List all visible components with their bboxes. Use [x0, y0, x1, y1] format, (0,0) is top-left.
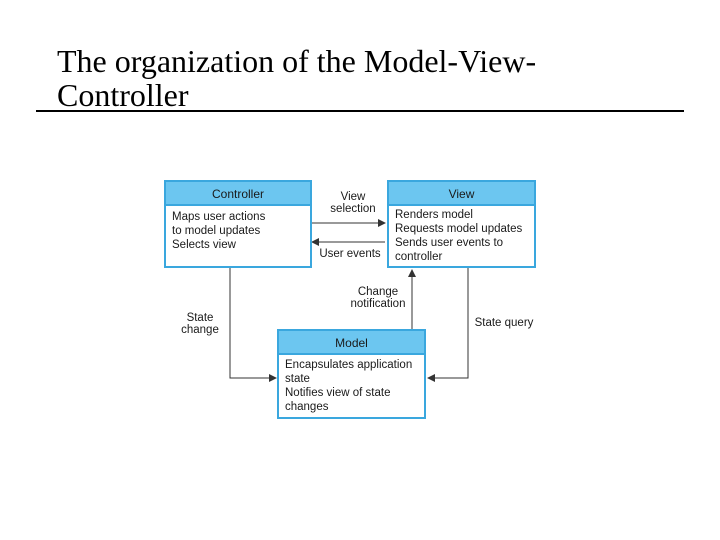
- view-box-title: View: [389, 182, 534, 206]
- model-box: Model Encapsulates application state Not…: [277, 329, 426, 419]
- controller-box: Controller Maps user actions to model up…: [164, 180, 312, 268]
- label-line: Change: [357, 286, 399, 298]
- view-line: controller: [395, 251, 443, 263]
- controller-line: Maps user actions: [172, 211, 266, 223]
- model-box-body: Encapsulates application state Notifies …: [279, 355, 424, 418]
- view-line: Renders model: [395, 209, 473, 221]
- title-line-1: The organization of the Model-View-: [57, 43, 537, 79]
- arrow-state-change: [229, 268, 277, 382]
- model-line: changes: [285, 401, 329, 413]
- controller-line: to model updates: [172, 225, 261, 237]
- label-line: View: [340, 191, 366, 203]
- label-state-query: State query: [474, 317, 534, 329]
- view-line: Sends user events to: [395, 237, 504, 249]
- view-box: View Renders model Requests model update…: [387, 180, 536, 268]
- view-line: Requests model updates: [395, 223, 523, 235]
- label-change-notification: Change notification: [340, 286, 416, 310]
- model-line: Encapsulates application: [285, 359, 413, 371]
- title-underline: [36, 110, 684, 112]
- arrow-state-query: [427, 268, 469, 382]
- label-state-change: State change: [176, 312, 224, 336]
- controller-box-title: Controller: [166, 182, 310, 206]
- slide-title: The organization of the Model-View-Contr…: [57, 44, 677, 112]
- label-user-events: User events: [319, 248, 381, 260]
- label-line: notification: [350, 298, 406, 310]
- model-box-title: Model: [279, 331, 424, 355]
- controller-box-body: Maps user actions to model updates Selec…: [166, 206, 310, 256]
- label-line: change: [181, 324, 219, 336]
- view-box-body: Renders model Requests model updates Sen…: [389, 206, 534, 268]
- controller-line: Selects view: [172, 239, 236, 251]
- label-view-selection: View selection: [322, 191, 384, 215]
- label-line: selection: [330, 203, 376, 215]
- label-line: State: [186, 312, 214, 324]
- model-line: state: [285, 373, 310, 385]
- title-line-2: Controller: [57, 77, 189, 113]
- model-line: Notifies view of state: [285, 387, 391, 399]
